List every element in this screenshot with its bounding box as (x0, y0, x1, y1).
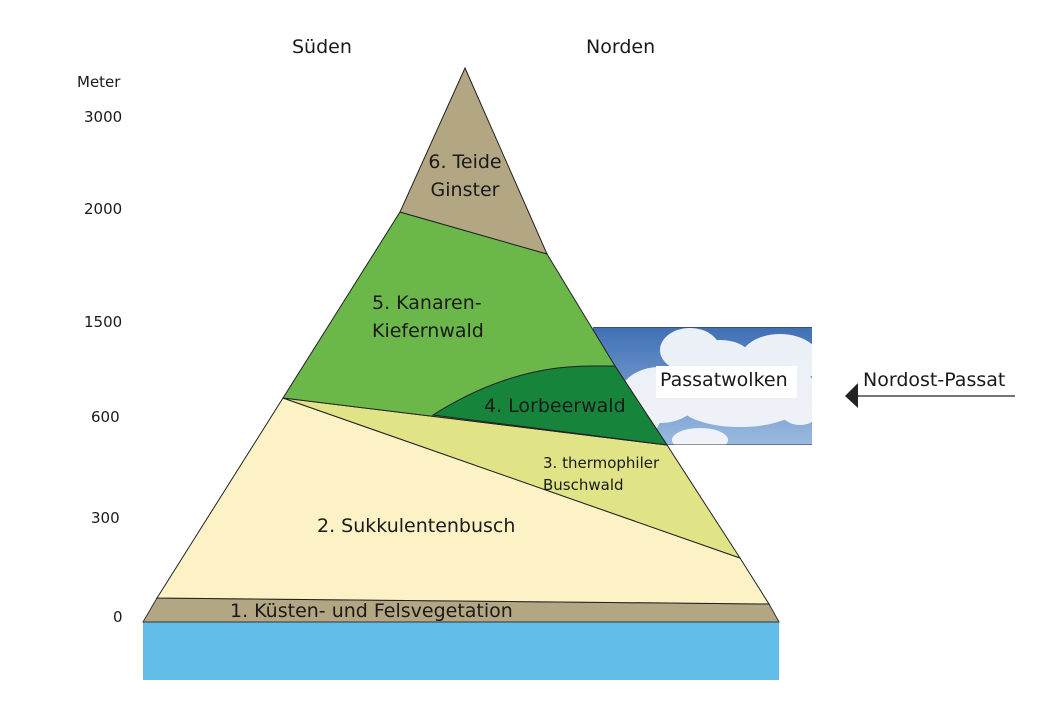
zone-6-line1: 6. Teide (428, 151, 502, 173)
north-label: Norden (586, 36, 656, 58)
zone-6-label: 6. Teide Ginster (415, 148, 515, 204)
zone-3-line1: 3. thermophiler (543, 454, 660, 472)
zone-1-label: 1. Küsten- und Felsvegetation (230, 600, 513, 622)
axis-tick: 600 (91, 408, 120, 426)
zone-6-line2: Ginster (430, 179, 500, 201)
axis-tick: 2000 (84, 200, 123, 218)
south-label: Süden (292, 36, 352, 58)
zone-6-teide (399, 66, 548, 255)
zone-4-label: 4. Lorbeerwald (484, 395, 626, 417)
cloud-label-bg (656, 366, 797, 398)
zone-2-label: 2. Sukkulentenbusch (317, 515, 516, 537)
axis-unit: Meter (77, 73, 121, 91)
zone-3-line2: Buschwald (543, 476, 624, 494)
sea (143, 622, 779, 680)
zone-3-label: 3. thermophiler Buschwald (543, 452, 659, 496)
axis-tick: 1500 (84, 313, 123, 331)
axis-tick: 300 (91, 509, 120, 527)
axis-tick: 3000 (84, 108, 123, 126)
zone-5-line2: Kiefernwald (372, 320, 484, 342)
wind-arrow-icon (845, 383, 1015, 408)
zone-4-laurel (431, 365, 669, 446)
zone-5-label: 5. Kanaren- Kiefernwald (372, 289, 484, 345)
zone-5-line1: 5. Kanaren- (372, 292, 482, 314)
axis-tick: 0 (113, 608, 123, 626)
cloud-label: Passatwolken (660, 369, 788, 391)
wind-label: Nordost-Passat (863, 369, 1006, 391)
